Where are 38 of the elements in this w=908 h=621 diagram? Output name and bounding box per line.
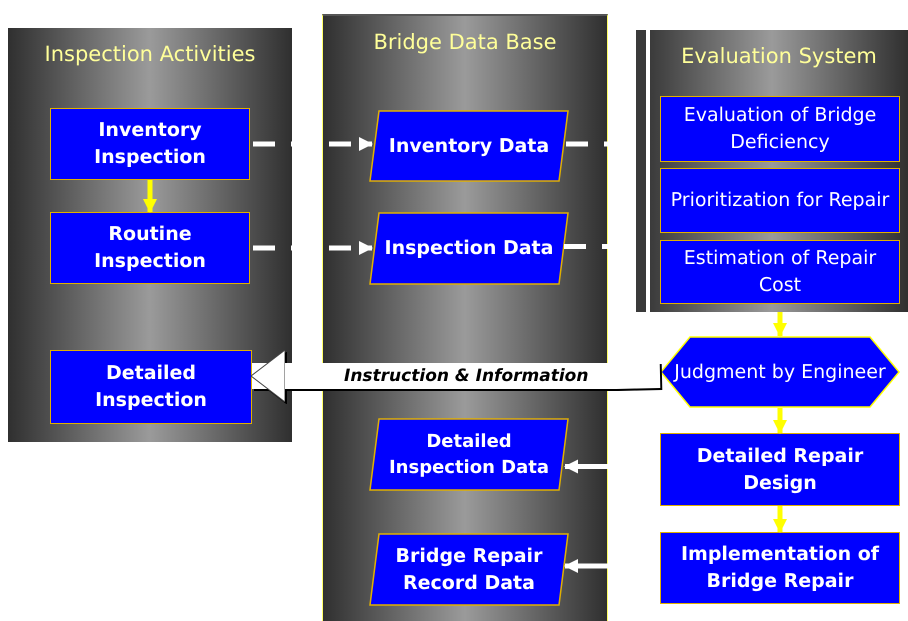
process-box xyxy=(660,532,900,604)
data-parallelogram xyxy=(369,418,569,491)
process-box xyxy=(50,212,250,284)
data-parallelogram xyxy=(369,110,569,182)
process-box xyxy=(50,350,252,424)
box-label: Routine Inspection xyxy=(93,222,207,274)
data-parallelogram xyxy=(369,533,569,606)
box-label: Detailed Inspection Data xyxy=(388,430,550,480)
box-label: Bridge Repair Record Data xyxy=(394,544,544,596)
box-label: Evaluation of Bridge Deficiency xyxy=(682,103,878,155)
box-label: Inventory Data xyxy=(388,134,550,159)
box-label: Judgment by Engineer xyxy=(672,360,887,385)
arrow xyxy=(773,312,787,337)
box-label: Implementation of Bridge Repair xyxy=(680,542,880,594)
arrow xyxy=(143,180,157,213)
arrow xyxy=(773,506,787,533)
panel-heading: Inspection Activities xyxy=(44,42,256,66)
box-label: Inventory Inspection xyxy=(93,118,207,170)
panel-heading: Evaluation System xyxy=(681,44,877,68)
decision-hexagon xyxy=(660,336,900,408)
box-label: Inspection Data xyxy=(384,236,554,262)
arrow xyxy=(253,241,373,255)
box-label: Detailed Inspection xyxy=(94,361,208,413)
arrow xyxy=(773,408,787,434)
process-box xyxy=(660,168,900,233)
data-parallelogram xyxy=(369,212,569,285)
process-box xyxy=(660,433,900,506)
panel-heading: Bridge Data Base xyxy=(373,30,557,54)
database-cylinder xyxy=(322,14,608,621)
process-box xyxy=(660,96,900,162)
box-label: Estimation of Repair Cost xyxy=(682,246,878,298)
arrow xyxy=(253,137,373,151)
panel xyxy=(8,28,292,442)
box-label: Prioritization for Repair xyxy=(670,188,890,214)
panel xyxy=(636,30,908,312)
process-box xyxy=(50,108,250,180)
box-label: Detailed Repair Design xyxy=(696,444,864,496)
process-box xyxy=(660,240,900,304)
